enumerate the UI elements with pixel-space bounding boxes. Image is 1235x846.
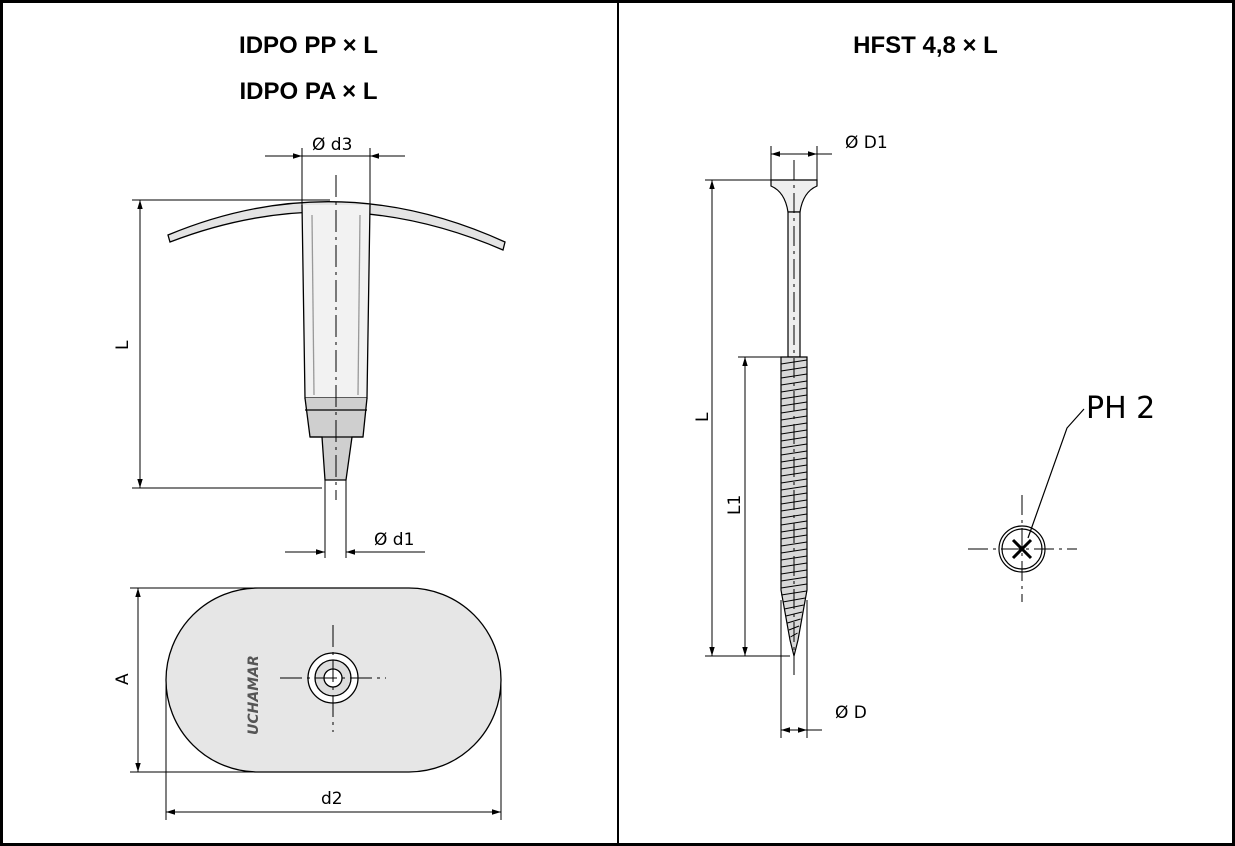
label-L1: L1 [725, 495, 745, 515]
dim-D [780, 600, 822, 738]
dim-L-left [132, 199, 330, 489]
label-d2: d2 [321, 789, 343, 809]
idpo-side-view [167, 175, 506, 500]
panel-divider [617, 0, 619, 846]
thread-line [780, 534, 808, 540]
dim-L-right [705, 179, 790, 657]
screw-threads [780, 359, 808, 638]
thread-line [780, 485, 808, 491]
dim-D1 [770, 146, 832, 180]
hfst-screw [770, 160, 818, 680]
label-D1: Ø D1 [845, 133, 888, 153]
label-A: A [113, 673, 133, 685]
thread-line [780, 555, 808, 561]
thread-line [787, 618, 801, 624]
thread-line [780, 443, 808, 449]
label-D: Ø D [835, 703, 867, 723]
washer-plate [167, 201, 506, 251]
thread-line [780, 548, 808, 554]
thread-line [782, 597, 806, 603]
label-d3: Ø d3 [312, 135, 352, 155]
left-title-line1: IDPO PP × L [239, 32, 378, 59]
thread-line [780, 541, 808, 547]
thread-line [780, 366, 808, 372]
label-L-right: L [693, 412, 713, 422]
thread-line [780, 464, 808, 470]
dim-d2 [165, 680, 502, 820]
thread-line [780, 436, 808, 442]
label-L-left: L [113, 340, 133, 350]
thread-line [780, 506, 808, 512]
thread-line [780, 499, 808, 505]
phillips-drive-detail [968, 408, 1085, 602]
thread-line [780, 359, 808, 365]
dim-d1 [285, 480, 425, 558]
thread-line [788, 625, 800, 631]
thread-line [780, 401, 808, 407]
dim-A [130, 587, 258, 773]
thread-line [780, 422, 808, 428]
dim-L1 [738, 356, 781, 656]
thread-line [780, 562, 808, 568]
thread-line [780, 471, 808, 477]
thread-line [780, 569, 808, 575]
thread-line [780, 380, 808, 386]
thread-line [780, 387, 808, 393]
washer-top-view [165, 587, 502, 773]
thread-line [781, 590, 807, 596]
thread-line [780, 478, 808, 484]
thread-line [780, 415, 808, 421]
thread-line [785, 611, 803, 617]
thread-line [780, 513, 808, 519]
thread-line [780, 457, 808, 463]
thread-line [780, 429, 808, 435]
thread-line [780, 583, 808, 589]
left-title-line2: IDPO PA × L [239, 78, 378, 105]
thread-line [780, 373, 808, 379]
dim-d3 [265, 148, 405, 205]
thread-line [780, 408, 808, 414]
thread-line [780, 576, 808, 582]
thread-line [780, 520, 808, 526]
thread-line [790, 632, 798, 638]
thread-line [784, 604, 804, 610]
label-d1: Ø d1 [374, 530, 414, 550]
label-PH2: PH 2 [1086, 391, 1155, 426]
thread-line [780, 527, 808, 533]
thread-line [780, 450, 808, 456]
right-title: HFST 4,8 × L [853, 32, 998, 59]
thread-line [780, 394, 808, 400]
washer-logo: UCHAMAR [246, 655, 262, 735]
thread-line [780, 492, 808, 498]
